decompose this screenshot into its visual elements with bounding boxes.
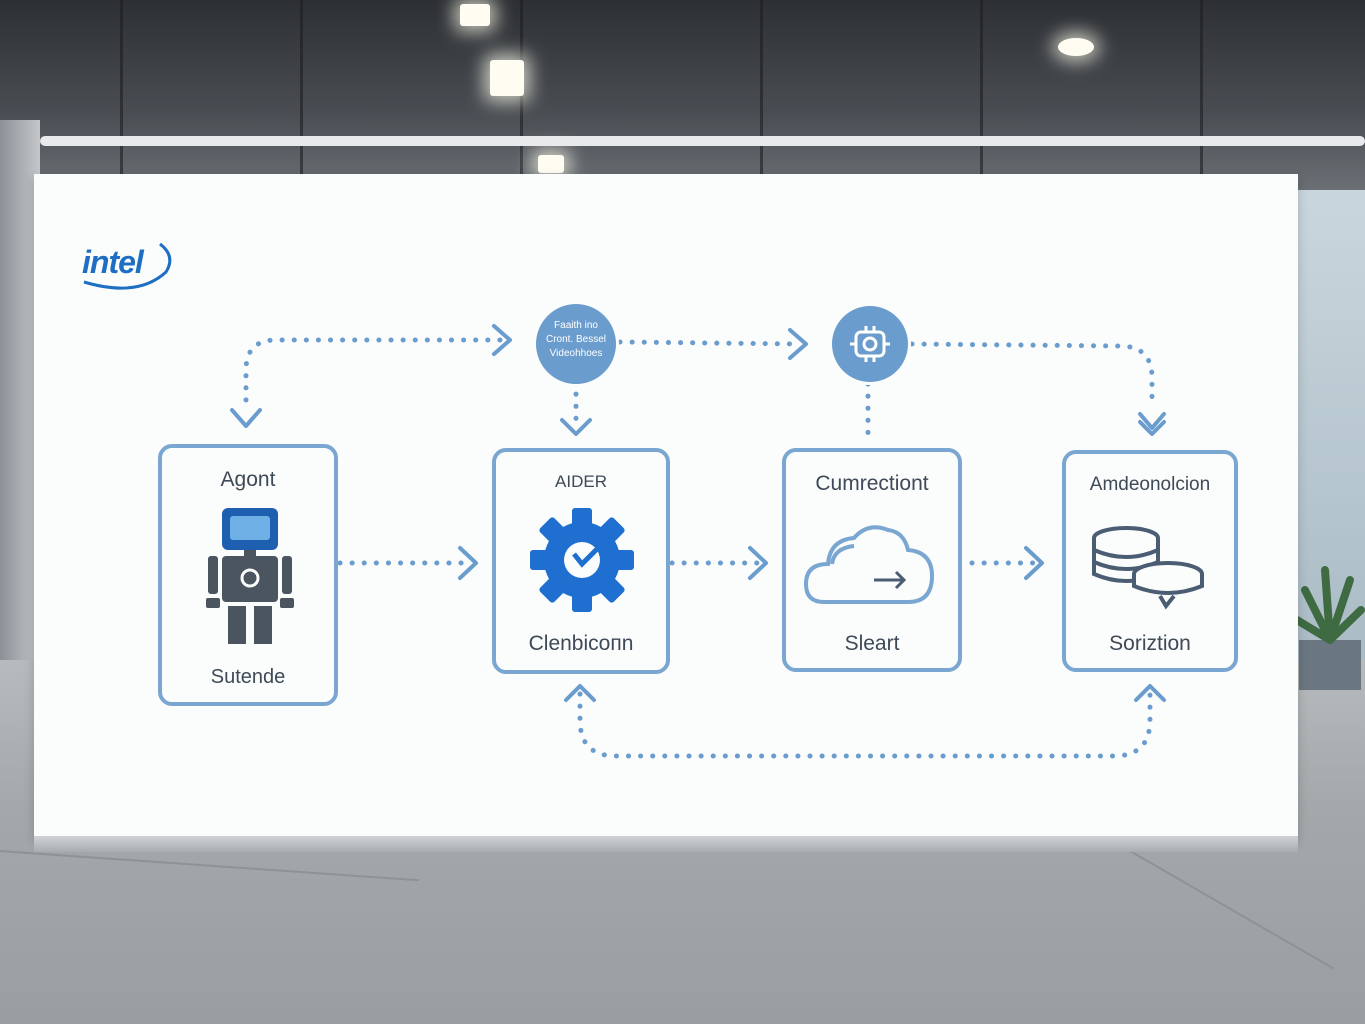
- box-title: Amdeonolcion: [1089, 474, 1211, 495]
- arrowhead: [788, 328, 808, 360]
- box-title: AIDER: [555, 472, 607, 491]
- box-title: Cumrectiont: [815, 472, 929, 495]
- ceiling-light: [538, 155, 564, 173]
- top-left-node: Faaith ino Cront. Bessel Videohhoes: [536, 304, 616, 384]
- component-icon: [850, 326, 890, 362]
- box-caption: Soriztion: [1109, 632, 1191, 655]
- top-right-node: [832, 306, 908, 382]
- logo-text: intel: [82, 244, 144, 280]
- left-wall: [0, 120, 40, 680]
- flow-top-left-loop: [243, 337, 509, 403]
- node-text-line: Faaith ino: [554, 320, 598, 331]
- ceiling-joist: [120, 0, 123, 190]
- flow-node1-to-node2: [617, 339, 803, 347]
- database-icon: [1092, 526, 1204, 610]
- ceiling-light: [490, 60, 524, 96]
- arrowhead: [458, 546, 478, 580]
- box-caption: Sutende: [210, 666, 286, 688]
- ceiling-joist: [1200, 0, 1203, 190]
- arrowhead: [1138, 412, 1166, 436]
- arrowhead: [492, 324, 512, 356]
- logo-swoosh-icon: [83, 242, 172, 290]
- box-caption: Clenbicoпn: [528, 632, 634, 655]
- ceiling-light: [1058, 38, 1094, 56]
- ceiling-pipe: [40, 136, 1365, 146]
- ceiling-joist: [980, 0, 983, 190]
- arrowhead: [230, 408, 262, 428]
- gear-icon: [530, 508, 634, 612]
- ceiling-joist: [300, 0, 303, 190]
- intel-logo: intel: [78, 236, 178, 296]
- cloud-icon: [804, 525, 935, 604]
- arrowhead: [564, 684, 596, 702]
- aider-box: AIDER Clenbicoпn: [492, 448, 670, 674]
- node-text-line: Cront. Bessel: [545, 334, 607, 345]
- arrowhead: [1134, 684, 1166, 702]
- ceiling-joist: [760, 0, 763, 190]
- node-text-line: Videohhoes: [549, 348, 603, 359]
- connection-box: Cumrectiont Sleart: [782, 448, 962, 672]
- agent-box: Agont Sutende: [158, 444, 338, 706]
- box-title: Agont: [220, 468, 276, 491]
- flow-node2-to-right: [909, 341, 1155, 403]
- flow-bottom-loop: [577, 691, 1153, 759]
- ceiling-light: [460, 4, 490, 26]
- arrowhead: [1024, 546, 1044, 580]
- board-base: [34, 836, 1298, 852]
- arrowhead: [748, 546, 768, 580]
- plant-icon: [1295, 566, 1365, 690]
- robot-icon: [206, 508, 294, 644]
- amdeonolcion-box: Amdeonolcion Soriztion: [1062, 450, 1238, 672]
- ceiling: [0, 0, 1365, 190]
- arrowhead: [560, 418, 592, 436]
- box-caption: Sleart: [844, 632, 900, 655]
